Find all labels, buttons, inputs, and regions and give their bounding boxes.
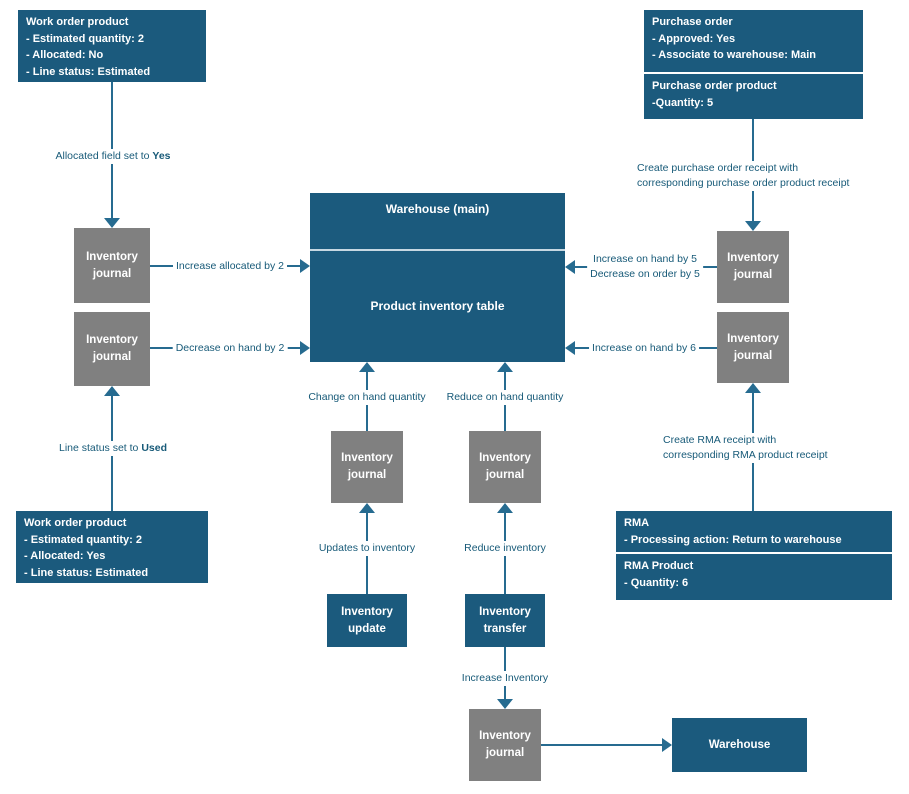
arrowhead-up-icon (359, 503, 375, 513)
edge-label-reduce-on-hand: Reduce on hand quantity (443, 390, 567, 405)
node-inventory-update: Inventory update (327, 594, 407, 647)
edge-label-rma-journal-effect: Increase on hand by 6 (589, 341, 699, 356)
arrowhead-left-icon (565, 260, 575, 274)
node-inventory-journal-consume: Inventory journal (74, 312, 150, 386)
node-rma-product: RMA Product - Quantity: 6 (616, 554, 892, 600)
node-title: Work order product (26, 16, 129, 28)
edge-label-text: Line status set to (59, 442, 142, 454)
node-warehouse-main: Warehouse (main) Product inventory table (310, 193, 565, 362)
node-inventory-journal-transfer-out: Inventory journal (469, 431, 541, 503)
node-line: - Line status: Estimated (26, 65, 151, 78)
edge-label-line-status-set: Line status set to Used (56, 441, 170, 456)
edge-label-updates-to-inventory: Updates to inventory (315, 541, 419, 556)
edge-label-purchase-receipt: Create purchase order receipt with corre… (634, 161, 853, 191)
journal-label: Inventory journal (727, 332, 779, 362)
edge-label-increase-allocated: Increase allocated by 2 (173, 259, 287, 274)
warehouse-main-title: Warehouse (main) (385, 202, 490, 216)
edge-label-line1: Create RMA receipt with (663, 434, 777, 446)
node-line: - Estimated quantity: 2 (24, 533, 142, 546)
edge-label-line1: Increase on hand by 5 (593, 253, 697, 265)
node-line: - Allocated: No (26, 49, 104, 61)
edge-label-text: Allocated field set to (55, 150, 153, 162)
node-rma: RMA - Processing action: Return to wareh… (616, 511, 892, 552)
arrowhead-right-icon (300, 341, 310, 355)
arrowhead-right-icon (300, 259, 310, 273)
journal-label: Inventory journal (479, 452, 531, 481)
node-inventory-journal-rma-receipt: Inventory journal (717, 312, 789, 383)
arrowhead-up-icon (359, 362, 375, 372)
edge-label-line1: Create purchase order receipt with (637, 162, 799, 174)
edge-label-reduce-inventory: Reduce inventory (461, 541, 549, 556)
node-purchase-order-product: Purchase order product -Quantity: 5 (644, 74, 863, 119)
node-purchase-order: Purchase order - Approved: Yes - Associa… (644, 10, 863, 72)
node-inventory-journal-allocate: Inventory journal (74, 228, 150, 303)
arrowhead-down-icon (497, 699, 513, 709)
edge-label-bold: Used (141, 442, 167, 454)
arrowhead-up-icon (745, 383, 761, 393)
divider (310, 249, 565, 251)
edge-label-line2: Decrease on order by 5 (590, 268, 700, 280)
edge-label-allocated-set: Allocated field set to Yes (52, 149, 174, 164)
arrowhead-down-icon (745, 221, 761, 231)
edge-label-bold: Yes (152, 150, 171, 162)
node-line: - Approved: Yes (652, 32, 736, 45)
node-line: - Processing action: Return to warehouse (624, 533, 842, 546)
node-product-inventory-table: Product inventory table (370, 298, 505, 313)
node-label: Inventory transfer (479, 605, 531, 635)
node-title: RMA (624, 517, 650, 529)
edge-label-po-journal-effect: Increase on hand by 5 Decrease on order … (587, 252, 703, 282)
node-label: Inventory update (341, 605, 393, 635)
journal-label: Inventory journal (727, 252, 779, 281)
node-title: Purchase order product (652, 80, 777, 92)
node-title: Work order product (24, 517, 127, 529)
journal-label: Inventory journal (86, 250, 138, 280)
journal-label: Inventory journal (341, 452, 393, 481)
node-line: - Associate to warehouse: Main (652, 49, 817, 61)
arrowhead-up-icon (497, 362, 513, 372)
arrowhead-left-icon (565, 341, 575, 355)
node-warehouse-destination: Warehouse (672, 718, 807, 772)
node-line: - Allocated: Yes (24, 550, 106, 562)
node-inventory-journal-po-receipt: Inventory journal (717, 231, 789, 303)
node-line: - Quantity: 6 (624, 576, 689, 589)
edge-label-increase-inventory: Increase Inventory (458, 671, 552, 686)
edge-label-rma-receipt: Create RMA receipt with corresponding RM… (660, 433, 831, 463)
arrowhead-up-icon (104, 386, 120, 396)
arrowhead-right-icon (662, 738, 672, 752)
edge-label-line2: corresponding RMA product receipt (663, 449, 828, 461)
edge-label-change-on-hand: Change on hand quantity (305, 390, 429, 405)
node-title: Purchase order (652, 16, 733, 28)
edge-label-line2: corresponding purchase order product rec… (637, 177, 850, 189)
node-label: Warehouse (708, 738, 771, 751)
edge-label-decrease-on-hand: Decrease on hand by 2 (172, 341, 288, 356)
node-inventory-journal-update: Inventory journal (331, 431, 403, 503)
node-inventory-transfer: Inventory transfer (465, 594, 545, 647)
node-title: RMA Product (624, 560, 694, 572)
journal-label: Inventory journal (479, 730, 531, 759)
node-work-order-product-initial: Work order product - Estimated quantity:… (18, 10, 206, 82)
node-line: -Quantity: 5 (652, 96, 714, 109)
arrowhead-down-icon (104, 218, 120, 228)
journal-label: Inventory journal (86, 334, 138, 363)
connector-journal-to-warehouse (541, 744, 664, 746)
arrowhead-up-icon (497, 503, 513, 513)
node-line: - Estimated quantity: 2 (26, 32, 144, 45)
node-inventory-journal-transfer-in: Inventory journal (469, 709, 541, 781)
node-line: - Line status: Estimated (24, 566, 149, 579)
node-work-order-product-updated: Work order product - Estimated quantity:… (16, 511, 208, 583)
